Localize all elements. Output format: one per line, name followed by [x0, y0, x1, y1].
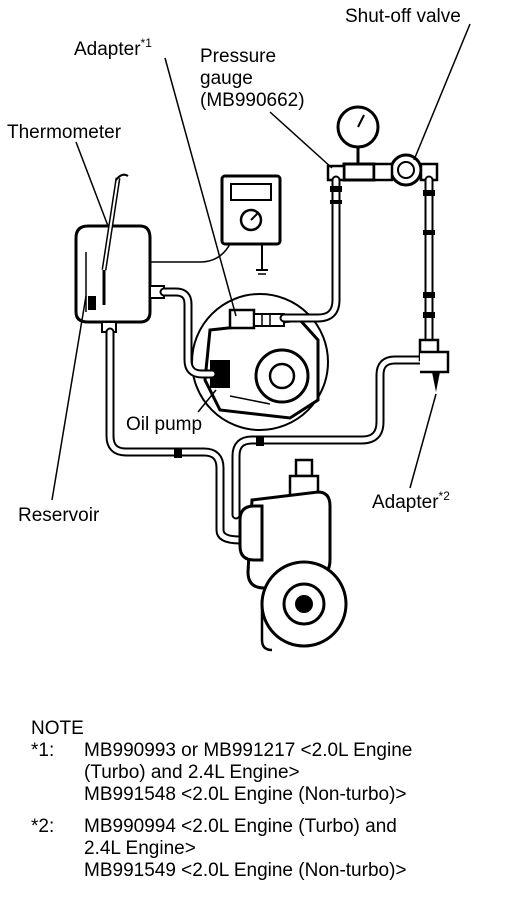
label-reservoir: Reservoir [18, 505, 100, 526]
label-adapter-1: Adapter*1 [74, 36, 152, 60]
note-line: MB990993 or MB991217 <2.0L Engine [84, 740, 413, 761]
note-line: MB991549 <2.0L Engine (Non-turbo)> [84, 860, 407, 881]
reservoir-tank [74, 224, 165, 333]
label-adapter-2: Adapter*2 [372, 489, 450, 513]
label-oil-pump: Oil pump [126, 414, 202, 435]
oil-pump [191, 293, 329, 431]
hose-fittings [174, 186, 435, 458]
thermometer [101, 173, 129, 305]
note-item-2: *2: MB990994 <2.0L Engine (Turbo) and 2.… [31, 816, 501, 882]
note-line: MB991548 <2.0L Engine (Non-turbo)> [84, 784, 407, 805]
steering-gear-box [238, 458, 348, 652]
note-line: 2.4L Engine> [84, 838, 196, 859]
label-pressure-gauge-2: gauge [200, 68, 253, 89]
label-pressure-gauge-3: (MB990662) [200, 90, 305, 111]
note-body: MB990993 or MB991217 <2.0L Engine (Turbo… [84, 740, 501, 806]
note-item-1: *1: MB990993 or MB991217 <2.0L Engine (T… [31, 740, 501, 806]
adapter-2 [418, 338, 450, 392]
label-pressure-gauge-1: Pressure [200, 46, 276, 67]
thermometer-meter [150, 174, 282, 275]
note-key: *1: [31, 740, 55, 761]
pressure-test-diagram: Shut-off valve Adapter*1 Pressure gauge … [7, 6, 471, 652]
label-thermometer: Thermometer [7, 122, 122, 143]
note-body: MB990994 <2.0L Engine (Turbo) and 2.4L E… [84, 816, 501, 882]
leader-lines [51, 23, 471, 501]
label-shutoff-valve: Shut-off valve [345, 6, 461, 27]
diagram-labels: Shut-off valve Adapter*1 Pressure gauge … [7, 6, 461, 526]
note-section: NOTE *1: MB990993 or MB991217 <2.0L Engi… [31, 718, 501, 882]
note-title: NOTE [31, 718, 84, 739]
shutoff-valve [326, 153, 439, 187]
note-key: *2: [31, 816, 55, 837]
note-line: MB990994 <2.0L Engine (Turbo) and [84, 816, 397, 837]
note-line: (Turbo) and 2.4L Engine> [84, 762, 300, 783]
